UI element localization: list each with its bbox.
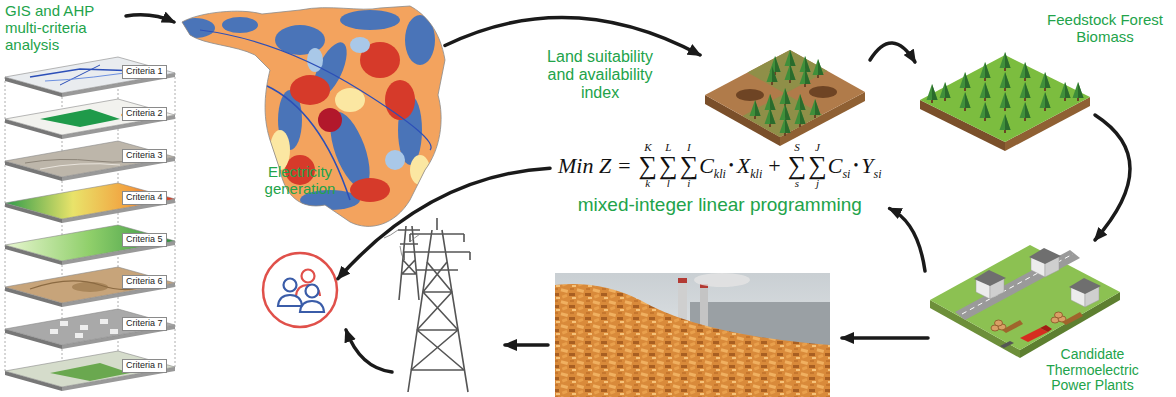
formula-symbol: ∑ <box>788 154 807 179</box>
formula-symbol: si <box>842 167 850 182</box>
heading-wrap: Candidate Thermoelectric Power Plants <box>1025 347 1160 394</box>
criteria-label: Criteria 6 <box>126 276 163 286</box>
formula-symbol: si <box>874 167 882 182</box>
criteria-tag: Criteria 6 <box>122 275 167 289</box>
subscripted-term: Ckli <box>699 153 726 179</box>
formula-symbol: • <box>853 158 858 174</box>
flow-arrow <box>338 168 550 278</box>
formula-symbol: Y <box>861 153 873 179</box>
formula-symbol: L <box>665 142 671 154</box>
formula-symbol: j <box>816 178 819 190</box>
stage-heading: Feedstock Forest Biomass <box>1045 12 1165 46</box>
criteria-label: Criteria 7 <box>126 318 163 328</box>
formula-symbol: K <box>644 142 651 154</box>
criteria-label: Criteria 4 <box>126 192 163 202</box>
criteria-label: Criteria n <box>126 360 163 370</box>
formula-symbol: kli <box>750 167 762 182</box>
subscripted-term: Csi <box>828 153 851 179</box>
formula-symbol: ∑ <box>808 154 827 179</box>
heading-wrap: Feedstock Forest Biomass <box>1045 12 1165 46</box>
flow-arrow <box>870 43 915 62</box>
subscripted-term: Ysi <box>861 153 881 179</box>
flow-arrow <box>1095 115 1130 240</box>
criteria-tag: Criteria 4 <box>122 191 167 205</box>
heading-wrap: Electricity generation <box>245 164 355 198</box>
formula-symbol: ∑ <box>680 154 699 179</box>
formula-symbol: C <box>828 153 843 179</box>
criteria-label: Criteria 2 <box>126 108 163 118</box>
criteria-tag: Criteria 1 <box>122 65 167 79</box>
stage-heading: GIS and AHP multi-criteria analysis <box>5 3 123 53</box>
formula-symbol: I <box>687 142 691 154</box>
formula-symbol: S <box>794 142 800 154</box>
formula-symbol: l <box>667 178 670 190</box>
summation: J∑j <box>808 142 827 190</box>
power-plant-panel: Candidate Thermoelectric Power Plants <box>925 240 1125 355</box>
formula-symbol: + <box>768 153 780 179</box>
summation: S∑s <box>788 142 807 190</box>
criteria-tag: Criteria n <box>122 359 167 373</box>
summation: L∑l <box>659 142 678 190</box>
formula-caption: mixed-integer linear programming <box>558 194 882 217</box>
criteria-label: Criteria 5 <box>126 234 163 244</box>
criteria-tag: Criteria 5 <box>122 233 167 247</box>
criteria-tag: Criteria 2 <box>122 107 167 121</box>
formula-block: Min Z =K∑kL∑lI∑iCkli•Xkli+S∑sJ∑jCsi•Ysim… <box>550 140 890 221</box>
formula-symbol: J <box>815 142 820 154</box>
formula-symbol: C <box>699 153 714 179</box>
criteria-tag: Criteria 7 <box>122 317 167 331</box>
stage-heading: Electricity generation <box>245 164 355 198</box>
formula-symbol: X <box>737 153 750 179</box>
formula-symbol: kli <box>714 167 726 182</box>
formula-symbol: s <box>795 178 799 190</box>
formula-symbol: i <box>687 178 690 190</box>
stage-heading: Land suitability and availability index <box>535 48 665 102</box>
subscripted-term: Xkli <box>737 153 762 179</box>
summation: K∑k <box>639 142 658 190</box>
formula: Min Z =K∑kL∑lI∑iCkli•Xkli+S∑sJ∑jCsi•Ysi <box>558 142 882 190</box>
criteria-label: Criteria 3 <box>126 150 163 160</box>
formula-symbol: ∑ <box>659 154 678 179</box>
formula-symbol: k <box>645 178 650 190</box>
stage-heading: Candidate Thermoelectric Power Plants <box>1025 347 1160 394</box>
forest-tile-panel: Feedstock Forest Biomass <box>915 50 1095 150</box>
heading-wrap: Land suitability and availability index <box>535 48 665 102</box>
land-tile-panel: Land suitability and availability index <box>700 45 870 145</box>
criteria-label: Criteria 1 <box>126 66 163 76</box>
formula-symbol: Min Z = <box>558 153 632 179</box>
formula-symbol: • <box>729 158 734 174</box>
community-circle: Electricity generation <box>262 252 338 328</box>
heading-wrap: GIS and AHP multi-criteria analysis <box>5 3 123 53</box>
formula-symbol: ∑ <box>639 154 658 179</box>
flow-arrow <box>890 208 925 271</box>
criteria-tag: Criteria 3 <box>122 149 167 163</box>
summation: I∑i <box>680 142 699 190</box>
